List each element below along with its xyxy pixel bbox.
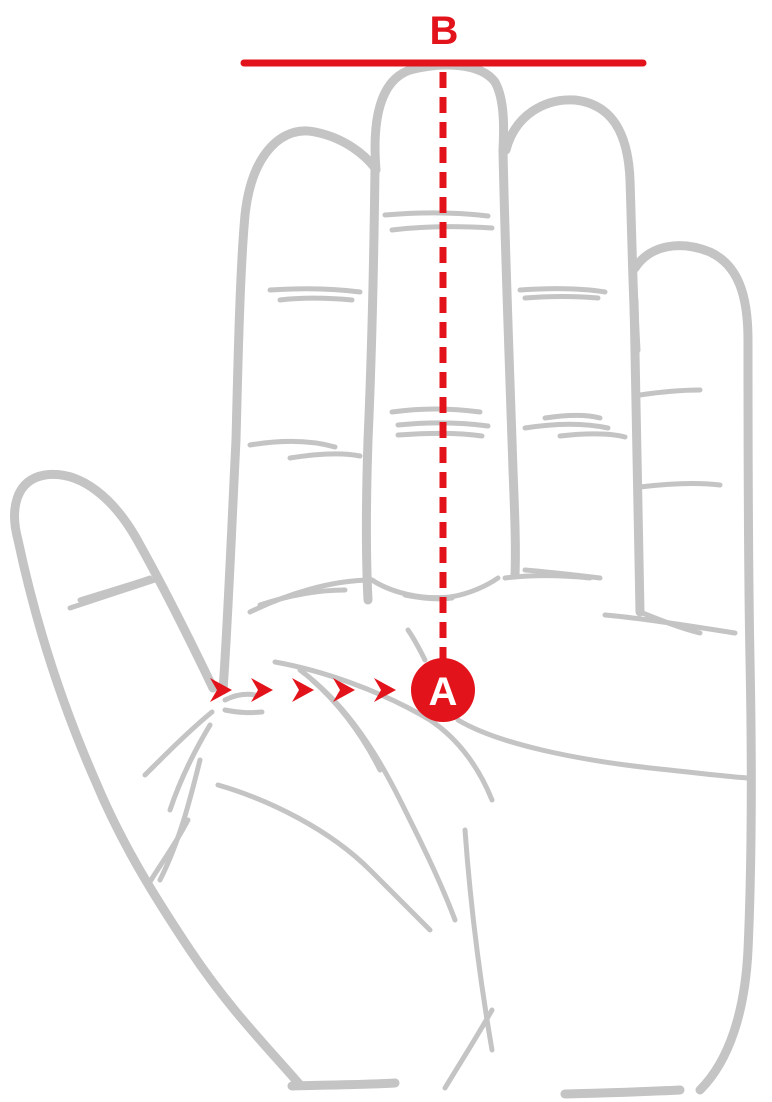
label-b: B: [430, 9, 459, 53]
ring-finger-outline: [506, 100, 636, 350]
middle-ring-gap: [503, 150, 515, 575]
thumb-outline: [15, 474, 300, 1085]
pinky-and-palm-outline: [635, 246, 751, 1090]
wrist-right: [565, 1090, 680, 1094]
measurement-b: B: [244, 9, 643, 668]
index-middle-gap: [367, 168, 376, 600]
middle-finger-outline: [375, 65, 504, 170]
palm-creases: [70, 570, 748, 1088]
arrow-chevron: [251, 678, 273, 702]
label-a: A: [429, 670, 458, 714]
index-finger-outline: [223, 131, 375, 690]
ring-pinky-gap: [634, 300, 640, 612]
hand-outline: [15, 65, 752, 1094]
wrist-left: [292, 1083, 395, 1086]
